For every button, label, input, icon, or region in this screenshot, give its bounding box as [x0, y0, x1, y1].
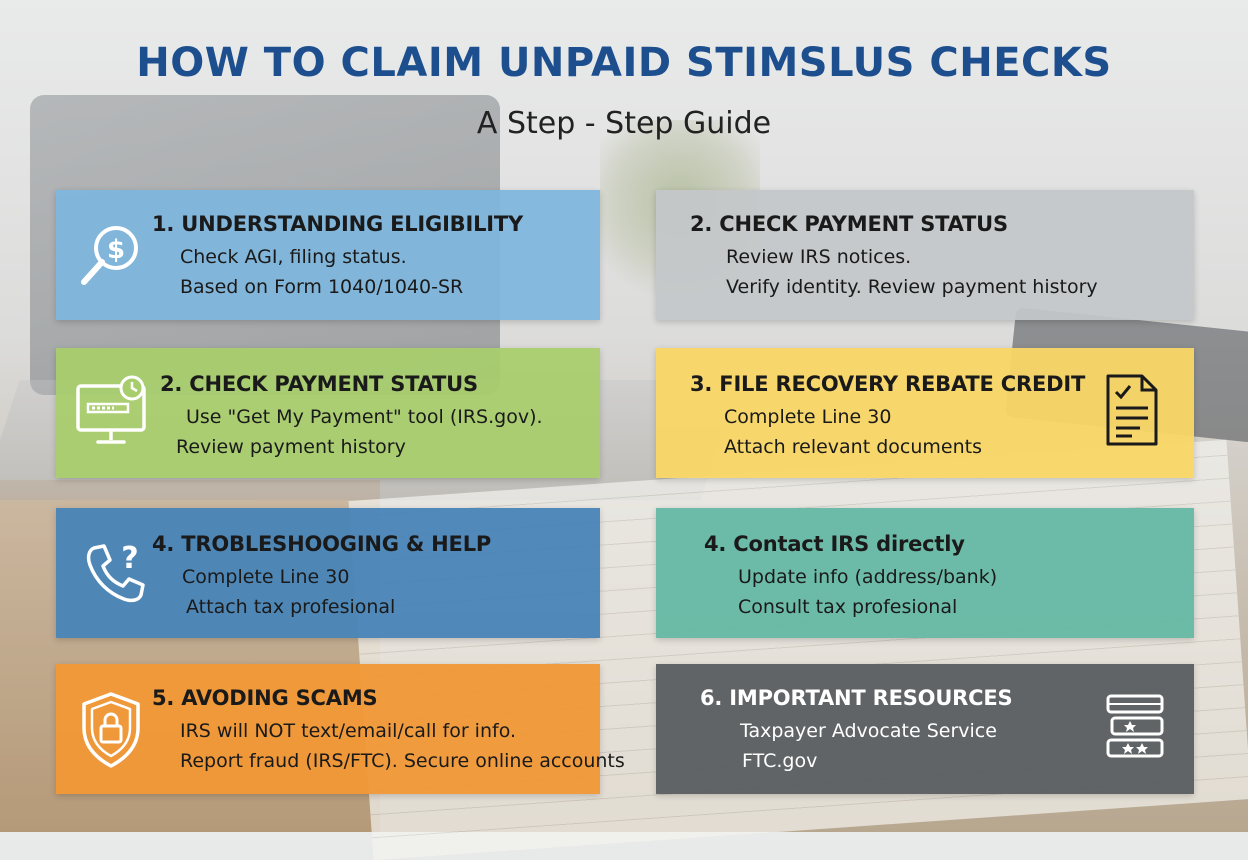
card-heading: 1. UNDERSTANDING ELIGIBILITY: [152, 212, 524, 236]
card-heading: 4. Contact IRS directly: [704, 532, 965, 556]
card-line: Review payment history: [176, 436, 406, 458]
card-line: Consult tax profesional: [738, 596, 958, 618]
card-heading: 2. CHECK PAYMENT STATUS: [160, 372, 478, 396]
card-line: IRS will NOT text/email/call for info.: [180, 720, 517, 742]
card-line: FTC.gov: [742, 750, 818, 772]
card-contact-irs: 4. Contact IRS directly Update info (add…: [656, 508, 1194, 638]
card-line: Review IRS notices.: [726, 246, 912, 268]
books-stack-icon: [1106, 694, 1164, 758]
card-eligibility: $ 1. UNDERSTANDING ELIGIBILITY Check AGI…: [56, 190, 600, 320]
phone-question-icon: ?: [86, 541, 145, 603]
card-heading: 3. FILE RECOVERY REBATE CREDIT: [690, 372, 1086, 396]
card-heading: 2. CHECK PAYMENT STATUS: [690, 212, 1008, 236]
card-line: Check AGI, filing status.: [180, 246, 407, 268]
monitor-clock-icon: [76, 375, 146, 444]
card-line: Report fraud (IRS/FTC). Secure online ac…: [180, 750, 625, 772]
card-payment-status-tool: 2. CHECK PAYMENT STATUS Use "Get My Paym…: [56, 348, 600, 478]
card-line: Taxpayer Advocate Service: [740, 720, 997, 742]
shield-lock-icon: [82, 692, 140, 768]
card-line: Attach relevant documents: [724, 436, 982, 458]
card-heading: 5. AVODING SCAMS: [152, 686, 378, 710]
background-paper: [348, 439, 1248, 860]
card-line: Based on Form 1040/1040-SR: [180, 276, 464, 298]
card-line: Update info (address/bank): [738, 566, 998, 588]
document-checklist-icon: [1106, 374, 1158, 446]
card-heading: 6. IMPORTANT RESOURCES: [700, 686, 1013, 710]
page-subtitle: A Step - Step Guide: [476, 106, 772, 141]
card-line: Complete Line 30: [182, 566, 350, 588]
card-line: Attach tax profesional: [186, 596, 396, 618]
card-line: Complete Line 30: [724, 406, 892, 428]
card-heading: 4. TROBLESHOOGING & HELP: [152, 532, 492, 556]
svg-text:$: $: [107, 235, 125, 265]
card-recovery-rebate: 3. FILE RECOVERY REBATE CREDIT Complete …: [656, 348, 1194, 478]
card-important-resources: 6. IMPORTANT RESOURCES Taxpayer Advocate…: [656, 664, 1194, 794]
svg-text:?: ?: [121, 541, 138, 576]
card-troubleshooting: ? 4. TROBLESHOOGING & HELP Complete Line…: [56, 508, 600, 638]
dollar-magnifier-icon: $: [81, 226, 138, 285]
card-payment-status-review: 2. CHECK PAYMENT STATUS Review IRS notic…: [656, 190, 1194, 320]
card-line: Verify identity. Review payment history: [726, 276, 1098, 298]
card-avoiding-scams: 5. AVODING SCAMS IRS will NOT text/email…: [56, 664, 625, 794]
card-line: Use "Get My Payment" tool (IRS.gov).: [186, 406, 543, 428]
page-title: HOW TO CLAIM UNPAID STIMSLUS CHECKS: [136, 40, 1112, 86]
